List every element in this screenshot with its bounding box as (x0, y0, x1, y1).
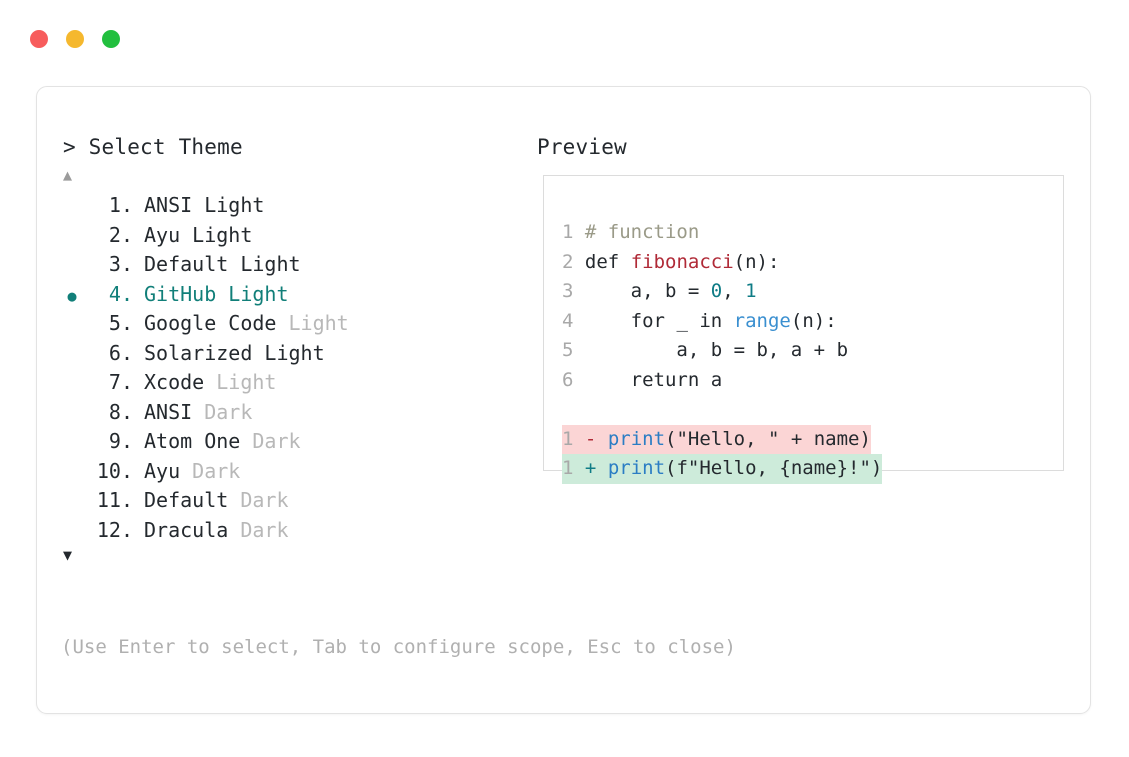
theme-variant: Dark (180, 458, 241, 483)
theme-list: 1. ANSI Light 2. Ayu Light 3. Default Light ● 4… (57, 191, 507, 545)
code-blank-line (562, 395, 882, 425)
theme-name: Ayu (144, 222, 181, 247)
theme-variant: Light (252, 340, 325, 365)
theme-list-item[interactable]: 12. Dracula Dark (57, 516, 507, 546)
scroll-down-icon[interactable]: ▼ (63, 546, 73, 564)
theme-list-item[interactable]: 5. Google Code Light (57, 309, 507, 339)
theme-name: Solarized (144, 340, 253, 365)
code-preview-panel: 1 # function 2 def fibonacci(n): 3 a, b = … (543, 175, 1064, 484)
theme-index: 1. (108, 193, 133, 217)
page-title: > Select Theme (63, 135, 243, 159)
theme-name: Dracula (144, 517, 229, 542)
theme-variant: Light (276, 311, 349, 335)
theme-index: 2. (108, 222, 133, 247)
theme-index: 11. (96, 488, 133, 512)
code-line: 6 return a (562, 368, 723, 391)
theme-list-panel: ▲ 1. ANSI Light 2. Ayu Light 3. Default Light… (57, 165, 507, 565)
theme-variant: Light (192, 193, 265, 217)
scroll-up-icon[interactable]: ▲ (63, 166, 73, 184)
theme-list-item[interactable]: 8. ANSI Dark (57, 398, 507, 428)
theme-variant: Light (180, 222, 253, 247)
theme-variant: Light (216, 281, 289, 306)
theme-name: Xcode (144, 370, 205, 394)
code-line: 5 a, b = b, a + b (562, 339, 849, 361)
diff-deletion-line: 1 - print("Hello, " + name) (562, 424, 871, 454)
theme-name: Atom One (144, 429, 241, 453)
code-line: 4 for _ in range(n): (562, 309, 837, 332)
preview-title: Preview (537, 135, 627, 159)
theme-list-item[interactable]: 1. ANSI Light (57, 191, 507, 221)
diff-line-wrapper: 1 + print(f"Hello, {name}!") (562, 454, 883, 484)
theme-list-item[interactable]: 11. Default Dark (57, 486, 507, 516)
theme-index: 6. (108, 340, 133, 365)
code-line: 3 a, b = 0, 1 (562, 280, 757, 302)
theme-name: Ayu (144, 458, 181, 483)
theme-name: ANSI (144, 193, 193, 217)
theme-list-item[interactable]: 3. Default Light (57, 250, 507, 280)
keyboard-hint: (Use Enter to select, Tab to configure s… (61, 636, 736, 658)
theme-variant: Dark (240, 429, 301, 453)
theme-index: 10. (96, 458, 133, 483)
theme-picker-card: > Select Theme Preview ▲ 1. ANSI Light 2. A… (36, 86, 1091, 714)
theme-list-item[interactable]: 2. Ayu Light (57, 221, 507, 251)
theme-index: 12. (96, 517, 133, 542)
theme-list-item[interactable]: 9. Atom One Dark (57, 427, 507, 457)
close-window-button[interactable] (30, 30, 48, 48)
diff-addition-line: 1 + print(f"Hello, {name}!") (562, 454, 883, 484)
selection-bullet-icon: ● (67, 286, 77, 305)
theme-variant: Dark (228, 517, 289, 542)
theme-list-item[interactable]: 7. Xcode Light (57, 368, 507, 398)
theme-name: ANSI (144, 399, 193, 424)
theme-name: Default (144, 488, 229, 512)
code-line: 2 def fibonacci(n): (562, 250, 780, 273)
maximize-window-button[interactable] (102, 30, 120, 48)
theme-index: 3. (108, 252, 133, 276)
theme-name: Google Code (144, 311, 277, 335)
theme-name: Default (144, 252, 229, 276)
theme-index: 8. (108, 399, 133, 424)
theme-index: 7. (108, 370, 133, 394)
theme-index: 4. (108, 281, 133, 306)
minimize-window-button[interactable] (66, 30, 84, 48)
code-block: 1 # function 2 def fibonacci(n): 3 a, b = … (562, 218, 883, 484)
theme-list-item[interactable]: 10. Ayu Dark (57, 457, 507, 487)
theme-variant: Dark (228, 488, 289, 512)
theme-list-item[interactable]: 6. Solarized Light (57, 339, 507, 369)
theme-index: 5. (108, 311, 133, 335)
theme-variant: Light (228, 252, 301, 276)
theme-name: GitHub (144, 281, 217, 306)
theme-variant: Dark (192, 399, 253, 424)
theme-variant: Light (204, 370, 277, 394)
theme-index: 9. (108, 429, 133, 453)
code-line: 1 # function (562, 221, 700, 243)
window-titlebar (30, 30, 120, 48)
diff-line-wrapper: 1 - print("Hello, " + name) (562, 424, 882, 454)
theme-list-item[interactable]: ● 4. GitHub Light (57, 280, 507, 310)
